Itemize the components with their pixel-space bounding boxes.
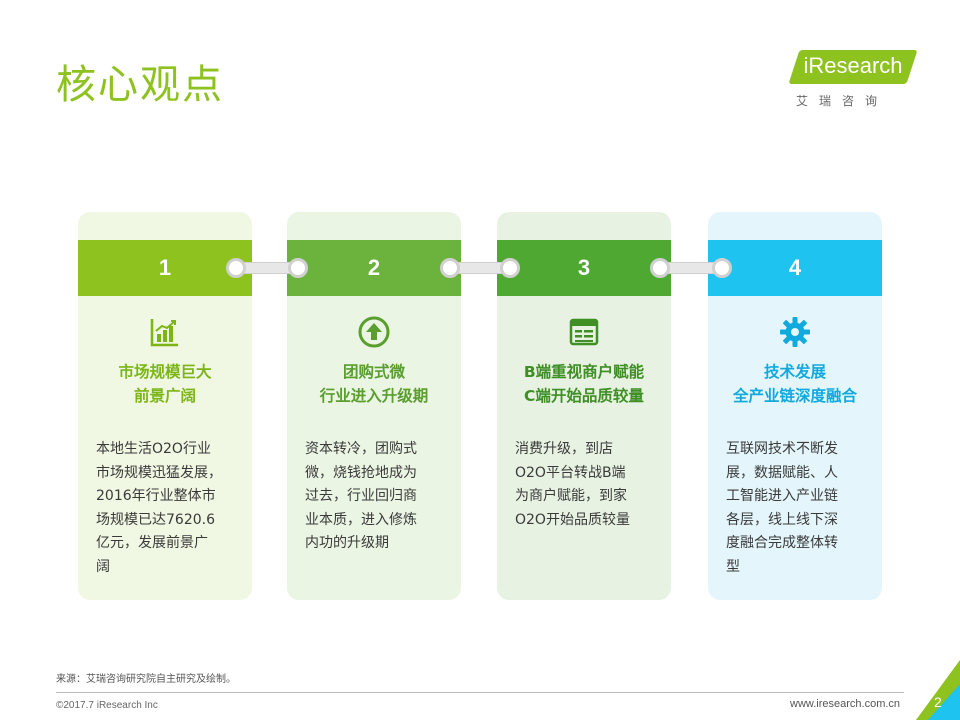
card-body-line: 业本质，进入修炼 [305,511,417,528]
card-number: 3 [577,255,591,280]
card-body: 消费升级，到店 O2O平台转战B端 为商户赋能，到家 O2O开始品质较量 [515,438,661,532]
footer-divider [56,692,904,693]
card-number-band: 1 [78,240,252,296]
card-heading-line: 团购式微 [342,363,405,381]
card-body-line: 过去，行业回归商 [305,488,417,504]
card-heading-line: 前景广阔 [133,387,196,405]
card-heading-line: B端重视商户赋能 [523,363,645,381]
card-heading-line: 行业进入升级期 [319,387,429,405]
card-heading-line: 全产业链深度融合 [732,387,857,405]
card-body-line: O2O平台转战B端 [515,464,626,481]
card-body-line: 为商户赋能，到家 [515,488,627,504]
website-link[interactable]: www.iresearch.com.cn [790,698,901,710]
card-body-line: 微，烧钱抢地成为 [305,464,417,481]
card-body-line: 资本转冷，团购式 [305,441,417,457]
connector-ring [226,258,246,278]
card-number: 2 [367,255,381,280]
card-body-line: 展，数据赋能、人 [726,464,838,481]
page-title: 核心观点 [56,62,224,108]
page-number: 2 [934,694,942,710]
connector-ring [440,258,460,278]
copyright-text: ©2017.7 iResearch Inc [56,700,158,711]
connector-ring [650,258,670,278]
connector-ring [288,258,308,278]
arrow-up-circle-icon [358,316,390,348]
card-body-line: 消费升级，到店 [515,441,613,457]
card-connector-bar [446,262,510,274]
logo-text: iResearch [803,53,903,78]
source-note: 来源：艾瑞咨询研究院自主研究及绘制。 [56,674,236,685]
card-body-line: 工智能进入产业链 [726,488,838,504]
card-body-line: 度融合完成整体转 [726,535,838,551]
card-body: 本地生活O2O行业 市场规模迅猛发展， 2016年行业整体市 场规模已达7620… [96,438,242,579]
card-number-band: 2 [287,240,461,296]
card-body-line: 型 [726,558,740,575]
insight-card-4: 4 技术发展 全产业链深度融合 互联网技术不断发 展，数据赋能、人 工智能进入产… [708,212,882,600]
card-connector-bar [656,262,722,274]
logo-subtitle: 艾瑞咨询 [796,94,889,108]
card-connector-bar [236,262,298,274]
card-body-line: 内功的升级期 [305,535,389,551]
card-body-line: 互联网技术不断发 [726,441,838,457]
card-heading-line: 市场规模巨大 [118,363,212,381]
bar-chart-icon [150,319,178,347]
insight-card-2: 2 团购式微 行业进入升级期 资本转冷，团购式 微，烧钱抢地成为 过去，行业回归… [287,212,461,600]
insight-card-3: 3 B端重视商户赋能 C端开始品质较量 消费升级，到店 O2O平台转战B端 为商… [497,212,671,600]
card-body-line: 场规模已达7620.6 [96,511,215,528]
card-body-line: 本地生活O2O行业 [96,441,211,457]
card-body: 资本转冷，团购式 微，烧钱抢地成为 过去，行业回归商 业本质，进入修炼 内功的升… [305,438,451,556]
connector-ring [712,258,732,278]
card-number-band: 4 [708,240,882,296]
card-number: 1 [158,255,172,280]
card-body: 互联网技术不断发 展，数据赋能、人 工智能进入产业链 各层，线上线下深 度融合完… [726,438,872,579]
browser-window-icon [569,318,599,346]
card-heading-line: C端开始品质较量 [524,387,644,405]
card-body-line: 阔 [96,558,110,575]
card-number: 4 [788,255,802,280]
card-heading: B端重视商户赋能 C端开始品质较量 [497,360,671,408]
card-heading-line: 技术发展 [763,363,826,381]
corner-decoration [916,660,960,720]
insight-card-1: 1 市场规模巨大 前景广阔 本地生活O2O行业 市场规模迅猛发展， 2016年行… [78,212,252,600]
card-heading: 技术发展 全产业链深度融合 [708,360,882,408]
iresearch-logo: iResearch 艾瑞咨询 [788,50,920,112]
card-body-line: 各层，线上线下深 [726,511,838,528]
card-number-band: 3 [497,240,671,296]
card-heading: 市场规模巨大 前景广阔 [78,360,252,408]
card-body-line: 亿元，发展前景广 [96,535,208,551]
card-heading: 团购式微 行业进入升级期 [287,360,461,408]
card-body-line: 市场规模迅猛发展， [96,464,222,481]
connector-ring [500,258,520,278]
card-body-line: 2016年行业整体市 [96,488,216,504]
gear-icon [780,317,810,347]
card-body-line: O2O开始品质较量 [515,511,630,528]
